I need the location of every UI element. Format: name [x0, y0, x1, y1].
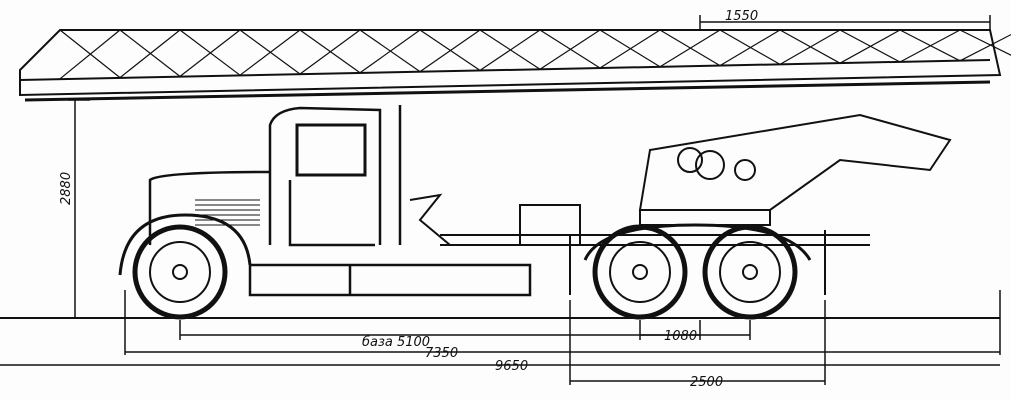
truss-brace — [719, 29, 781, 67]
truss-brace — [179, 29, 241, 77]
dimension-lines — [0, 15, 1001, 385]
truss-brace — [899, 29, 961, 63]
rear-wheel-2 — [702, 224, 798, 320]
truss-brace — [119, 29, 181, 79]
dim-2500: 2500 — [690, 375, 723, 390]
truss-brace — [779, 29, 841, 65]
front-wheel — [132, 224, 228, 320]
truck-cab — [148, 105, 532, 297]
truss-brace — [59, 29, 121, 80]
turntable-mechanism — [440, 113, 952, 295]
rear-wheel-1 — [592, 224, 688, 320]
ladder-truss — [19, 29, 1011, 102]
dim-9650: 9650 — [495, 359, 528, 374]
truss-brace — [659, 29, 721, 68]
truss-brace — [239, 29, 301, 76]
truss-brace — [599, 29, 661, 69]
truss-brace — [299, 29, 361, 75]
truss-brace — [359, 29, 421, 74]
truss-brace — [959, 29, 1011, 62]
dim-1080: 1080 — [664, 329, 697, 344]
dim-wheelbase: база 5100 — [362, 335, 430, 350]
truss-brace — [419, 29, 481, 73]
truss-brace — [539, 29, 601, 70]
dim-2880: 2880 — [59, 172, 74, 205]
truss-brace — [479, 29, 541, 71]
truss-brace — [839, 29, 901, 64]
dim-1550: 1550 — [725, 9, 758, 24]
dim-7350: 7350 — [425, 346, 458, 361]
